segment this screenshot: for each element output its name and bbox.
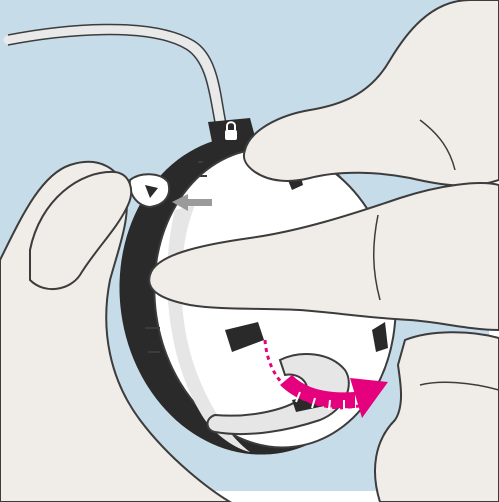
- device-handling-illustration: [0, 0, 499, 502]
- illustration-scene: [0, 0, 499, 502]
